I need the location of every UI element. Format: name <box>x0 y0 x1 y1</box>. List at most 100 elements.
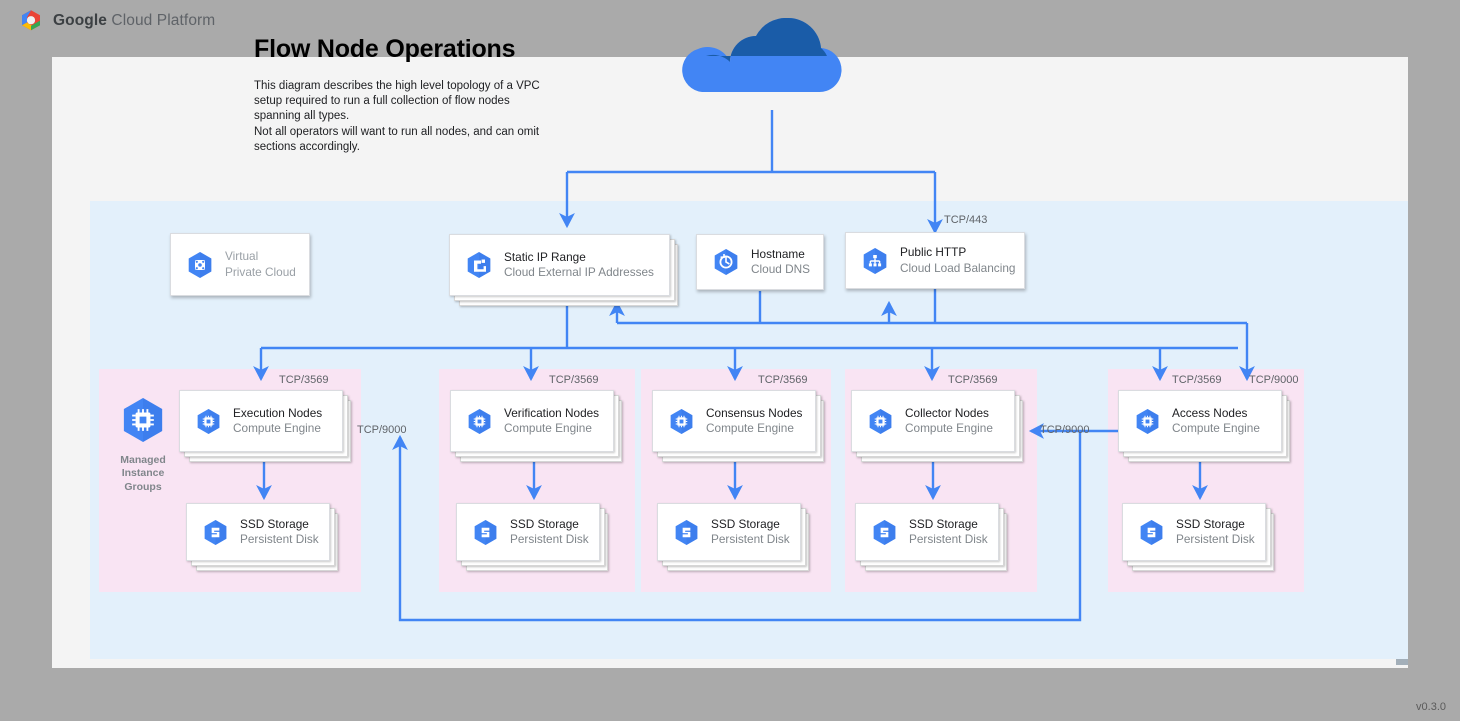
card-subtitle: Cloud External IP Addresses <box>504 265 654 279</box>
node-card-collector-nodes[interactable]: Collector Nodes Compute Engine <box>851 390 1023 462</box>
card-text: Hostname Cloud DNS <box>751 247 810 277</box>
storage-card-collector[interactable]: SSD Storage Persistent Disk <box>855 503 1007 571</box>
port-label-access-to-collector: TCP/9000 <box>1040 424 1090 436</box>
version-label: v0.3.0 <box>1416 701 1446 713</box>
gcp-hexagon-logo-icon <box>22 10 40 31</box>
port-label-access-in: TCP/3569 <box>1172 374 1222 386</box>
card-subtitle: Persistent Disk <box>510 532 589 546</box>
card-title: Public HTTP <box>900 245 967 260</box>
card-title: Hostname <box>751 246 805 261</box>
card-subtitle: Compute Engine <box>706 421 794 435</box>
compute-engine-icon <box>869 408 892 434</box>
brand-name: Google Cloud Platform <box>53 12 215 30</box>
card-text: Collector Nodes Compute Engine <box>905 406 993 436</box>
port-label-execution-in: TCP/3569 <box>279 374 329 386</box>
node-card-consensus-nodes[interactable]: Consensus Nodes Compute Engine <box>652 390 824 462</box>
port-label-verification-in: TCP/3569 <box>549 374 599 386</box>
card-text: SSD Storage Persistent Disk <box>711 517 790 547</box>
persistent-disk-icon <box>204 519 227 545</box>
card-title: Execution Nodes <box>233 405 323 420</box>
card-text: Static IP Range Cloud External IP Addres… <box>504 250 654 280</box>
compute-engine-icon <box>123 398 163 442</box>
card-face: Virtual Private Cloud <box>170 233 310 296</box>
card-text: SSD Storage Persistent Disk <box>1176 517 1255 547</box>
card-title: Consensus Nodes <box>706 405 803 420</box>
card-text: SSD Storage Persistent Disk <box>510 517 589 547</box>
storage-card-access[interactable]: SSD Storage Persistent Disk <box>1122 503 1274 571</box>
card-face: Static IP Range Cloud External IP Addres… <box>449 234 670 296</box>
port-label-access-in-9000: TCP/9000 <box>1249 374 1299 386</box>
port-label-tcp443: TCP/443 <box>944 214 988 226</box>
card-face: Public HTTP Cloud Load Balancing <box>845 232 1025 289</box>
node-card-virtual-private-cloud[interactable]: Virtual Private Cloud <box>170 233 310 296</box>
compute-engine-icon <box>468 408 491 434</box>
managed-instance-groups-label: Managed Instance Groups <box>118 396 168 494</box>
brand-header: Google Cloud Platform <box>18 8 215 34</box>
brand-name-rest: Cloud Platform <box>107 12 216 29</box>
card-subtitle: Persistent Disk <box>1176 532 1255 546</box>
card-title: Virtual <box>225 249 259 264</box>
persistent-disk-icon <box>675 519 698 545</box>
node-card-verification-nodes[interactable]: Verification Nodes Compute Engine <box>450 390 622 462</box>
card-face: SSD Storage Persistent Disk <box>855 503 999 561</box>
cloud-load-balancing-icon <box>863 247 887 274</box>
storage-card-consensus[interactable]: SSD Storage Persistent Disk <box>657 503 809 571</box>
card-title: SSD Storage <box>711 516 780 531</box>
card-face: SSD Storage Persistent Disk <box>456 503 600 561</box>
port-label-collector-in: TCP/3569 <box>948 374 998 386</box>
card-face: SSD Storage Persistent Disk <box>657 503 801 561</box>
node-card-execution-nodes[interactable]: Execution Nodes Compute Engine <box>179 390 351 462</box>
page-description: This diagram describes the high level to… <box>254 80 540 153</box>
cloud-external-ip-icon <box>467 252 491 278</box>
card-text: Virtual Private Cloud <box>225 249 296 279</box>
card-title: Access Nodes <box>1172 405 1248 420</box>
card-subtitle: Persistent Disk <box>909 532 988 546</box>
compute-engine-icon <box>197 408 220 434</box>
card-text: Public HTTP Cloud Load Balancing <box>900 245 1015 275</box>
node-card-access-nodes[interactable]: Access Nodes Compute Engine <box>1118 390 1290 462</box>
port-label-access-to-execution: TCP/9000 <box>357 424 407 436</box>
card-text: SSD Storage Persistent Disk <box>240 517 319 547</box>
card-text: Access Nodes Compute Engine <box>1172 406 1260 436</box>
card-subtitle: Compute Engine <box>233 421 321 435</box>
card-subtitle: Cloud Load Balancing <box>900 260 1016 275</box>
card-face: SSD Storage Persistent Disk <box>1122 503 1266 561</box>
node-card-static-ip-range[interactable]: Static IP Range Cloud External IP Addres… <box>449 234 678 306</box>
storage-card-verification[interactable]: SSD Storage Persistent Disk <box>456 503 608 571</box>
cloud-dns-icon <box>714 249 738 275</box>
card-subtitle: Persistent Disk <box>711 532 790 546</box>
virtual-private-cloud-icon <box>188 251 212 278</box>
card-title: Collector Nodes <box>905 405 989 420</box>
card-text: Execution Nodes Compute Engine <box>233 406 322 436</box>
node-card-hostname[interactable]: Hostname Cloud DNS <box>696 234 824 290</box>
storage-card-execution[interactable]: SSD Storage Persistent Disk <box>186 503 338 571</box>
persistent-disk-icon <box>873 519 896 545</box>
card-face: SSD Storage Persistent Disk <box>186 503 330 561</box>
page-title: Flow Node Operations <box>254 35 516 63</box>
card-face: Hostname Cloud DNS <box>696 234 824 290</box>
card-text: Consensus Nodes Compute Engine <box>706 406 802 436</box>
card-face: Verification Nodes Compute Engine <box>450 390 614 452</box>
card-title: SSD Storage <box>909 516 978 531</box>
card-face: Collector Nodes Compute Engine <box>851 390 1015 452</box>
port-label-consensus-in: TCP/3569 <box>758 374 808 386</box>
cloud-icon <box>682 18 842 93</box>
node-card-public-http[interactable]: Public HTTP Cloud Load Balancing <box>845 232 1025 289</box>
card-subtitle: Compute Engine <box>905 421 993 435</box>
card-subtitle: Compute Engine <box>1172 421 1260 435</box>
card-text: SSD Storage Persistent Disk <box>909 517 988 547</box>
card-subtitle: Compute Engine <box>504 421 592 435</box>
card-subtitle: Persistent Disk <box>240 532 319 546</box>
persistent-disk-icon <box>474 519 497 545</box>
card-face: Consensus Nodes Compute Engine <box>652 390 816 452</box>
card-subtitle: Private Cloud <box>225 264 296 279</box>
card-text: Verification Nodes Compute Engine <box>504 406 599 436</box>
card-title: Static IP Range <box>504 249 586 264</box>
card-subtitle: Cloud DNS <box>751 262 811 276</box>
card-title: SSD Storage <box>240 516 309 531</box>
brand-name-bold: Google <box>53 12 107 29</box>
compute-engine-icon <box>670 408 693 434</box>
card-title: SSD Storage <box>510 516 579 531</box>
managed-instance-groups-text: Managed Instance Groups <box>120 454 166 493</box>
card-face: Execution Nodes Compute Engine <box>179 390 343 452</box>
